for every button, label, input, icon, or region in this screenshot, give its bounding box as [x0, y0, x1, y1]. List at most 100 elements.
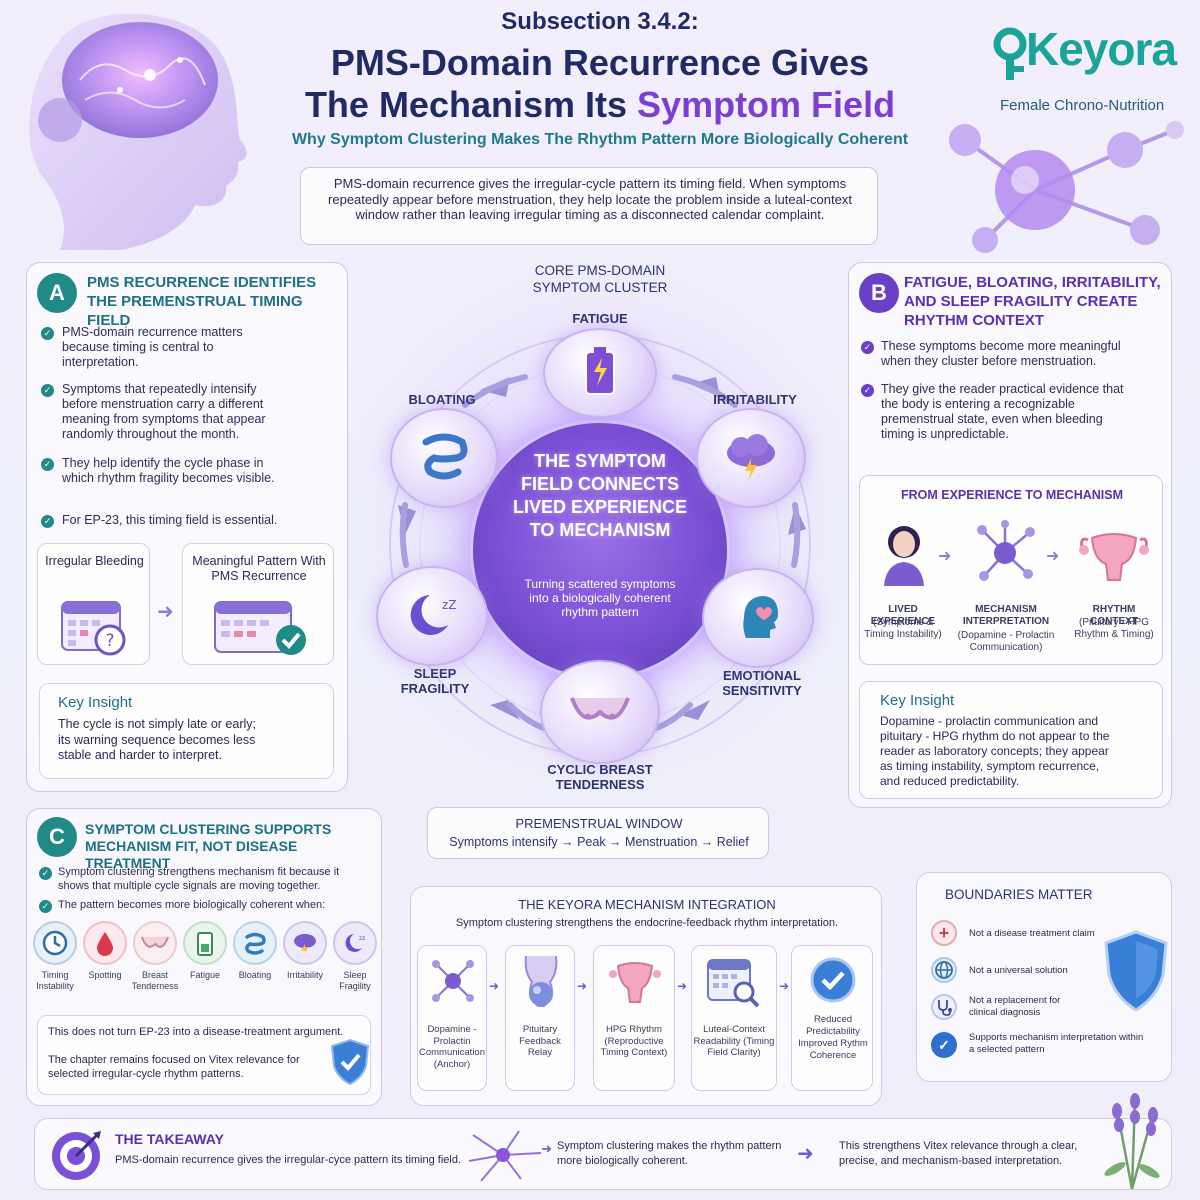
- hub-title: The Symptom Field Connects Lived Experie…: [512, 451, 688, 540]
- flow-step-title: Rhythm Context: [1090, 604, 1138, 627]
- panel-b-letter: B: [859, 273, 899, 313]
- premenstrual-window-text: Symptoms intensify → Peak → Menstruation…: [449, 835, 749, 849]
- arrow-right-icon: ➜: [938, 548, 952, 565]
- boundary-item: Supports mechanism interpretation within…: [969, 1032, 1144, 1055]
- icon-caption: Fatigue: [189, 970, 221, 980]
- flow-title: From Experience To Mechanism: [900, 488, 1123, 502]
- integration-step-label: Reduced Predictability Improved Rythm Co…: [798, 1014, 868, 1061]
- boundaries-panel: Boundaries Matter + Not a disease treatm…: [916, 872, 1172, 1082]
- brand-logo: [990, 22, 1190, 82]
- integration-step-card: Dopamine - Prolactin Communication (Anch…: [417, 945, 487, 1091]
- shield-icon: [1103, 929, 1169, 1018]
- battery-icon: [183, 921, 227, 965]
- panel-a-insight-title: Key Insight: [58, 694, 133, 711]
- panel-b-insight-box: Key Insight Dopamine - prolactin communi…: [859, 681, 1163, 799]
- boundary-item: Not a replacement for clinical diagnosis: [969, 995, 1061, 1018]
- shield-check-icon: [330, 1038, 370, 1091]
- medical-cross-icon: +: [931, 920, 957, 946]
- check-icon: ✓: [861, 384, 874, 397]
- check-icon: ✓: [41, 458, 54, 471]
- takeaway-text2: Symptom clustering makes the rhythm patt…: [557, 1140, 782, 1167]
- check-icon: ✓: [39, 900, 52, 913]
- boundaries-title: Boundaries Matter: [945, 887, 1093, 902]
- symptom-label-breast: Cyclic Breast Tenderness: [547, 762, 653, 792]
- woman-portrait-icon: [878, 520, 930, 591]
- uterus-icon: [608, 956, 662, 1011]
- storm-cloud-icon: [721, 431, 781, 486]
- sleep-bubble: zZ: [376, 566, 488, 666]
- icon-caption: Breast Tenderness: [131, 970, 179, 991]
- check-icon: ✓: [39, 867, 52, 880]
- irritability-bubble: [696, 408, 806, 508]
- hub-subtitle: Turning scattered symptoms into a biolog…: [524, 577, 676, 619]
- symptom-label-irritability: Irritability: [713, 392, 797, 407]
- blood-drop-icon: [83, 921, 127, 965]
- integration-step-label: HPG Rhythm (Reproductive Timing Context): [600, 1024, 668, 1058]
- page-title-line2: The Mechanism Its Symptom Field: [250, 84, 950, 126]
- subsection-label: Subsection 3.4.2:: [501, 8, 699, 35]
- integration-step-card: Reduced Predictability Improved Rythm Co…: [791, 945, 873, 1091]
- irregular-bleeding-box: Irregular Bleeding ?: [37, 543, 150, 665]
- calendar-question-icon: ?: [60, 596, 130, 661]
- symptom-label-sleep: Sleep Fragility: [400, 666, 470, 696]
- arrow-right-icon: ➜: [541, 1141, 552, 1156]
- panel-a-insight-text: The cycle is not simply late or early; i…: [58, 717, 256, 762]
- panel-a-bullet: PMS-domain recurrence matters because ti…: [62, 325, 243, 369]
- check-circle-icon: ✓: [931, 1032, 957, 1058]
- takeaway-title: The Takeaway: [115, 1131, 224, 1147]
- emotional-bubble: [702, 568, 814, 668]
- flow-step-desc: (Pituitary - HPG Rhythm & Timing): [1074, 617, 1154, 640]
- check-icon: ✓: [861, 341, 874, 354]
- battery-icon: [580, 346, 620, 401]
- experience-to-mechanism-box: From Experience To Mechanism ➜ ➜ Lived E…: [859, 475, 1163, 665]
- neuron-icon: [463, 1125, 545, 1190]
- panel-c-note1: This does not turn EP-23 into a disease-…: [48, 1026, 344, 1038]
- intro-text: PMS-domain recurrence gives the irregula…: [328, 176, 852, 222]
- title-part-b: Symptom Field: [637, 84, 896, 125]
- panel-a-letter: A: [37, 273, 77, 313]
- check-icon: ✓: [41, 515, 54, 528]
- integration-step-card: Luteal-Context Readability (Timing Field…: [691, 945, 777, 1091]
- icon-caption: Irritability: [286, 970, 323, 980]
- intro-box: PMS-domain recurrence gives the irregula…: [300, 167, 878, 245]
- calendar-check-icon: [213, 596, 313, 663]
- pituitary-icon: [518, 952, 564, 1015]
- moon-stars-icon: zZ: [402, 589, 462, 644]
- integration-sub: Symptom clustering strengthens the endoc…: [455, 917, 839, 929]
- target-icon: [49, 1129, 103, 1188]
- intestine-icon: [416, 428, 472, 489]
- panel-b-title: Fatigue, Bloating, Irritability, And Sle…: [904, 274, 1161, 329]
- check-icon: ✓: [41, 327, 54, 340]
- head-hearts-icon: [730, 588, 786, 649]
- flow-step-desc: (Symptoms & Timing Instability): [864, 617, 942, 640]
- symptom-field-hub: [470, 420, 730, 680]
- brand-tagline: Female Chrono-Nutrition: [1000, 97, 1165, 114]
- panel-c: C Symptom Clustering Supports Mechanism …: [26, 808, 382, 1106]
- takeaway-text1: PMS-domain recurrence gives the irregula…: [115, 1154, 462, 1166]
- page-subtitle: Why Symptom Clustering Makes The Rhythm …: [291, 131, 909, 148]
- arrow-right-icon: ➜: [157, 601, 174, 623]
- flow-step-desc: (Dopamine - Prolactin Communication): [957, 630, 1055, 653]
- premenstrual-window-title: Premenstrual Window: [515, 816, 683, 831]
- intestine-icon: [233, 921, 277, 965]
- panel-b-insight-title: Key Insight: [880, 692, 955, 709]
- clock-icon: [33, 921, 77, 965]
- panel-c-bullet: Symptom clustering strengthens mechanism…: [58, 866, 340, 892]
- meaningful-pattern-box: Meaningful Pattern With PMS Recurrence: [182, 543, 334, 665]
- meaningful-pattern-label: Meaningful Pattern With PMS Recurrence: [192, 554, 326, 583]
- integration-panel: The Keyora Mechanism Integration Symptom…: [410, 886, 882, 1106]
- svg-text:zz: zz: [359, 935, 365, 942]
- takeaway-panel: The Takeaway PMS-domain recurrence gives…: [34, 1093, 1172, 1190]
- panel-c-bullet: The pattern becomes more biologically co…: [58, 899, 326, 911]
- panel-a-bullet: Symptoms that repeatedly intensify befor…: [62, 382, 266, 441]
- panel-c-note-box: This does not turn EP-23 into a disease-…: [37, 1015, 371, 1095]
- breast-bubble: [540, 660, 660, 764]
- panel-b: B Fatigue, Bloating, Irritability, And S…: [848, 262, 1172, 808]
- integration-step-card: HPG Rhythm (Reproductive Timing Context): [593, 945, 675, 1091]
- integration-step-label: Pituitary Feedback Relay: [519, 1024, 561, 1058]
- arrow-right-icon: ➜: [797, 1143, 814, 1165]
- moon-icon: zz: [333, 921, 377, 965]
- bloating-bubble: [390, 408, 498, 508]
- symptom-label-bloating: Bloating: [408, 392, 476, 407]
- arrow-right-icon: ➜: [489, 979, 500, 993]
